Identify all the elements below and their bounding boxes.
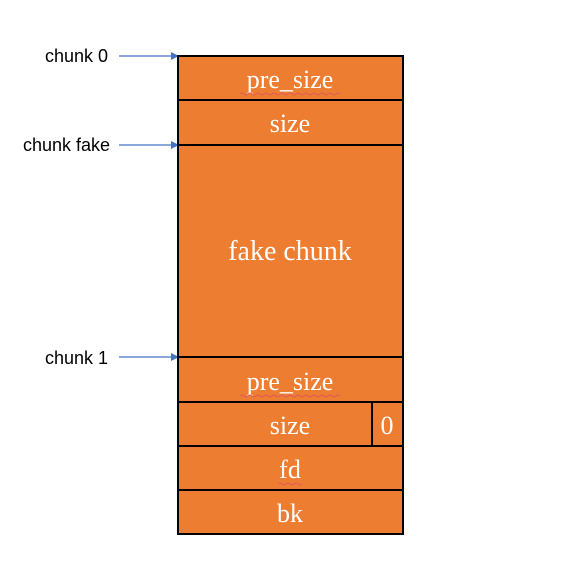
pointer-label-chunk-fake: chunk fake [23, 135, 110, 155]
cell-size-top [177, 99, 404, 146]
cell-fd [177, 445, 404, 491]
cell-label-bk: bk [277, 499, 303, 528]
pointer-label-chunk1: chunk 1 [45, 348, 108, 368]
pointer-label-chunk0: chunk 0 [45, 46, 108, 66]
cell-fake-chunk [177, 144, 404, 358]
cell-label-pre-size-top: pre_size [247, 65, 334, 94]
cell-label-pre-size-bottom: pre_size [247, 367, 334, 396]
cell-label-size-top: size [270, 109, 310, 138]
spellcheck-underline-fd [277, 482, 303, 486]
spellcheck-underline-pre-size-top [239, 92, 341, 96]
cell-label-fake-chunk: fake chunk [228, 236, 352, 267]
memory-block-column [177, 55, 404, 535]
spellcheck-underline-pre-size-bottom [239, 394, 341, 398]
cell-bk [177, 489, 404, 535]
cell-label-size-bottom: size [270, 411, 310, 440]
cell-label-flag-bit: 0 [381, 411, 394, 440]
cell-label-fd: fd [279, 455, 301, 484]
